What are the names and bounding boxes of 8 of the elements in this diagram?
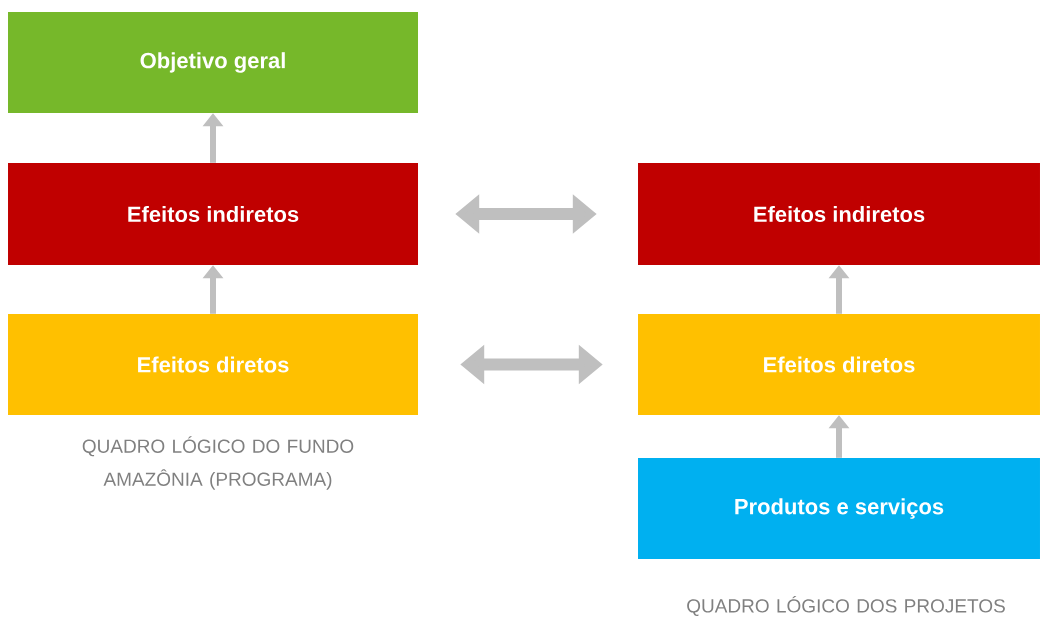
process-box: Produtos e serviços bbox=[638, 458, 1040, 559]
process-box: Efeitos diretos bbox=[638, 314, 1040, 415]
process-box: Efeitos indiretos bbox=[638, 163, 1040, 265]
process-box: Efeitos indiretos bbox=[8, 163, 418, 265]
process-box: Efeitos diretos bbox=[8, 314, 418, 415]
caption-text: QUADRO LÓGICO DO FUNDO AMAZÔNIA (PROGRAMA) bbox=[82, 436, 354, 490]
process-box: Objetivo geral bbox=[8, 12, 418, 113]
caption-text: QUADRO LÓGICO DOS PROJETOS bbox=[687, 595, 1005, 617]
